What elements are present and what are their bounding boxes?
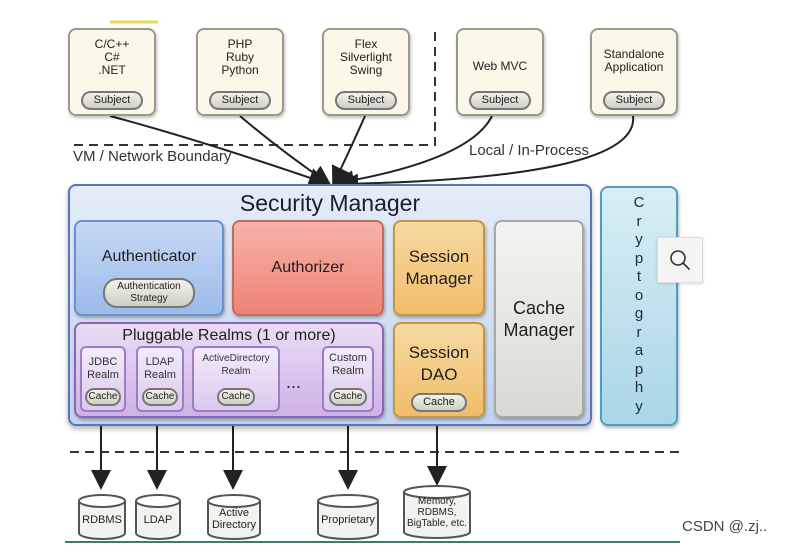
cryptography-letter: p xyxy=(634,249,644,267)
datastore-memory: Memory, RDBMS, BigTable, etc. xyxy=(402,484,472,540)
arrow-client-1 xyxy=(109,115,329,188)
realm-cache-badge: Cache xyxy=(142,388,178,406)
realm-jdbc: JDBC Realm Cache xyxy=(80,346,126,412)
realm-cache-badge: Cache xyxy=(217,388,255,406)
datastore-label: Proprietary xyxy=(321,514,375,526)
arrow-client-3 xyxy=(331,115,366,187)
client-label: PHP Ruby Python xyxy=(221,37,259,77)
client-label: Web MVC xyxy=(472,59,528,73)
subject-badge: Subject xyxy=(81,91,143,110)
cryptography-letter: y xyxy=(635,231,643,248)
cylinder-icon xyxy=(403,485,471,539)
session-manager-title: Session Manager xyxy=(405,247,473,288)
authentication-strategy-badge: Authentication Strategy xyxy=(103,278,195,308)
authenticator-title: Authenticator xyxy=(101,248,197,265)
client-box-flex: Flex Silverlight Swing Subject xyxy=(322,28,410,116)
local-process-label: Local / In-Process xyxy=(469,142,590,159)
realm-label: ActiveDirectory Realm xyxy=(202,353,270,377)
realm-ldap: LDAP Realm Cache xyxy=(136,346,184,412)
realm-label: JDBC Realm xyxy=(87,356,119,381)
client-box-standalone: Standalone Application Subject xyxy=(590,28,678,116)
client-label: C/C++ C# .NET xyxy=(94,37,130,77)
realms-ellipsis: ... xyxy=(286,372,302,392)
datastore-rdbms: RDBMS xyxy=(77,493,127,541)
cylinder-icon xyxy=(135,494,181,540)
cryptography-letter: t xyxy=(636,268,642,285)
search-icon xyxy=(670,250,690,270)
datastore-label: LDAP xyxy=(143,514,173,526)
realm-custom: Custom Realm Cache xyxy=(322,346,374,412)
arrow-client-5 xyxy=(338,115,635,194)
cylinder-icon xyxy=(207,494,261,540)
vm-network-boundary-line xyxy=(70,32,436,146)
session-manager: Session Manager xyxy=(393,220,485,316)
session-dao: Session DAO Cache xyxy=(393,322,485,418)
session-dao-title: Session DAO xyxy=(408,343,470,384)
client-label: Standalone Application xyxy=(603,47,665,74)
datastore-active-directory: Active Directory xyxy=(206,493,262,541)
cryptography-letter: C xyxy=(633,194,645,211)
datastore-ldap: LDAP xyxy=(134,493,182,541)
realm-active-directory: ActiveDirectory Realm Cache xyxy=(192,346,280,412)
client-box-web-mvc: Web MVC Subject xyxy=(456,28,544,116)
realm-cache-badge: Cache xyxy=(329,388,367,406)
realm-cache-badge: Cache xyxy=(85,388,121,406)
arrow-client-4 xyxy=(334,115,493,191)
realm-label: LDAP Realm xyxy=(144,356,176,381)
datastore-proprietary: Proprietary xyxy=(316,493,380,541)
client-label: Flex Silverlight Swing xyxy=(339,37,393,77)
pluggable-realms-title: Pluggable Realms (1 or more) xyxy=(122,327,336,344)
security-manager-title: Security Manager xyxy=(239,190,421,216)
subject-badge: Subject xyxy=(469,91,531,110)
datastore-label: RDBMS xyxy=(82,514,122,526)
datastore-label: Active Directory xyxy=(211,507,256,531)
cache-manager: Cache Manager xyxy=(494,220,584,418)
cylinder-icon xyxy=(317,494,379,540)
cylinder-icon xyxy=(78,494,126,540)
subject-badge: Subject xyxy=(335,91,397,110)
client-box-cpp: C/C++ C# .NET Subject xyxy=(68,28,156,116)
subject-badge: Subject xyxy=(603,91,665,110)
cryptography-letter: y xyxy=(635,397,643,415)
cryptography-letter: o xyxy=(634,286,644,304)
authorizer: Authorizer xyxy=(232,220,384,316)
cryptography-letter: h xyxy=(634,379,644,396)
authenticator: Authenticator Authentication Strategy xyxy=(74,220,224,316)
authorizer-title: Authorizer xyxy=(271,259,345,276)
datastore-label: Memory, RDBMS, BigTable, etc. xyxy=(406,496,468,529)
subject-badge: Subject xyxy=(209,91,271,110)
arrow-client-2 xyxy=(239,115,332,186)
vm-network-boundary-label: VM / Network Boundary xyxy=(73,148,232,165)
watermark: CSDN @.zj.. xyxy=(682,518,768,535)
session-dao-cache-badge: Cache xyxy=(411,393,467,412)
cryptography-letter: r xyxy=(636,323,642,341)
cryptography-letter: g xyxy=(634,305,644,322)
realm-label: Custom Realm xyxy=(329,352,367,377)
cache-manager-title: Cache Manager xyxy=(503,298,575,340)
search-button[interactable] xyxy=(657,237,703,283)
cryptography-letter: p xyxy=(634,360,644,378)
cryptography-letter: a xyxy=(634,342,644,359)
client-box-php: PHP Ruby Python Subject xyxy=(196,28,284,116)
cryptography-letter: r xyxy=(636,212,642,230)
